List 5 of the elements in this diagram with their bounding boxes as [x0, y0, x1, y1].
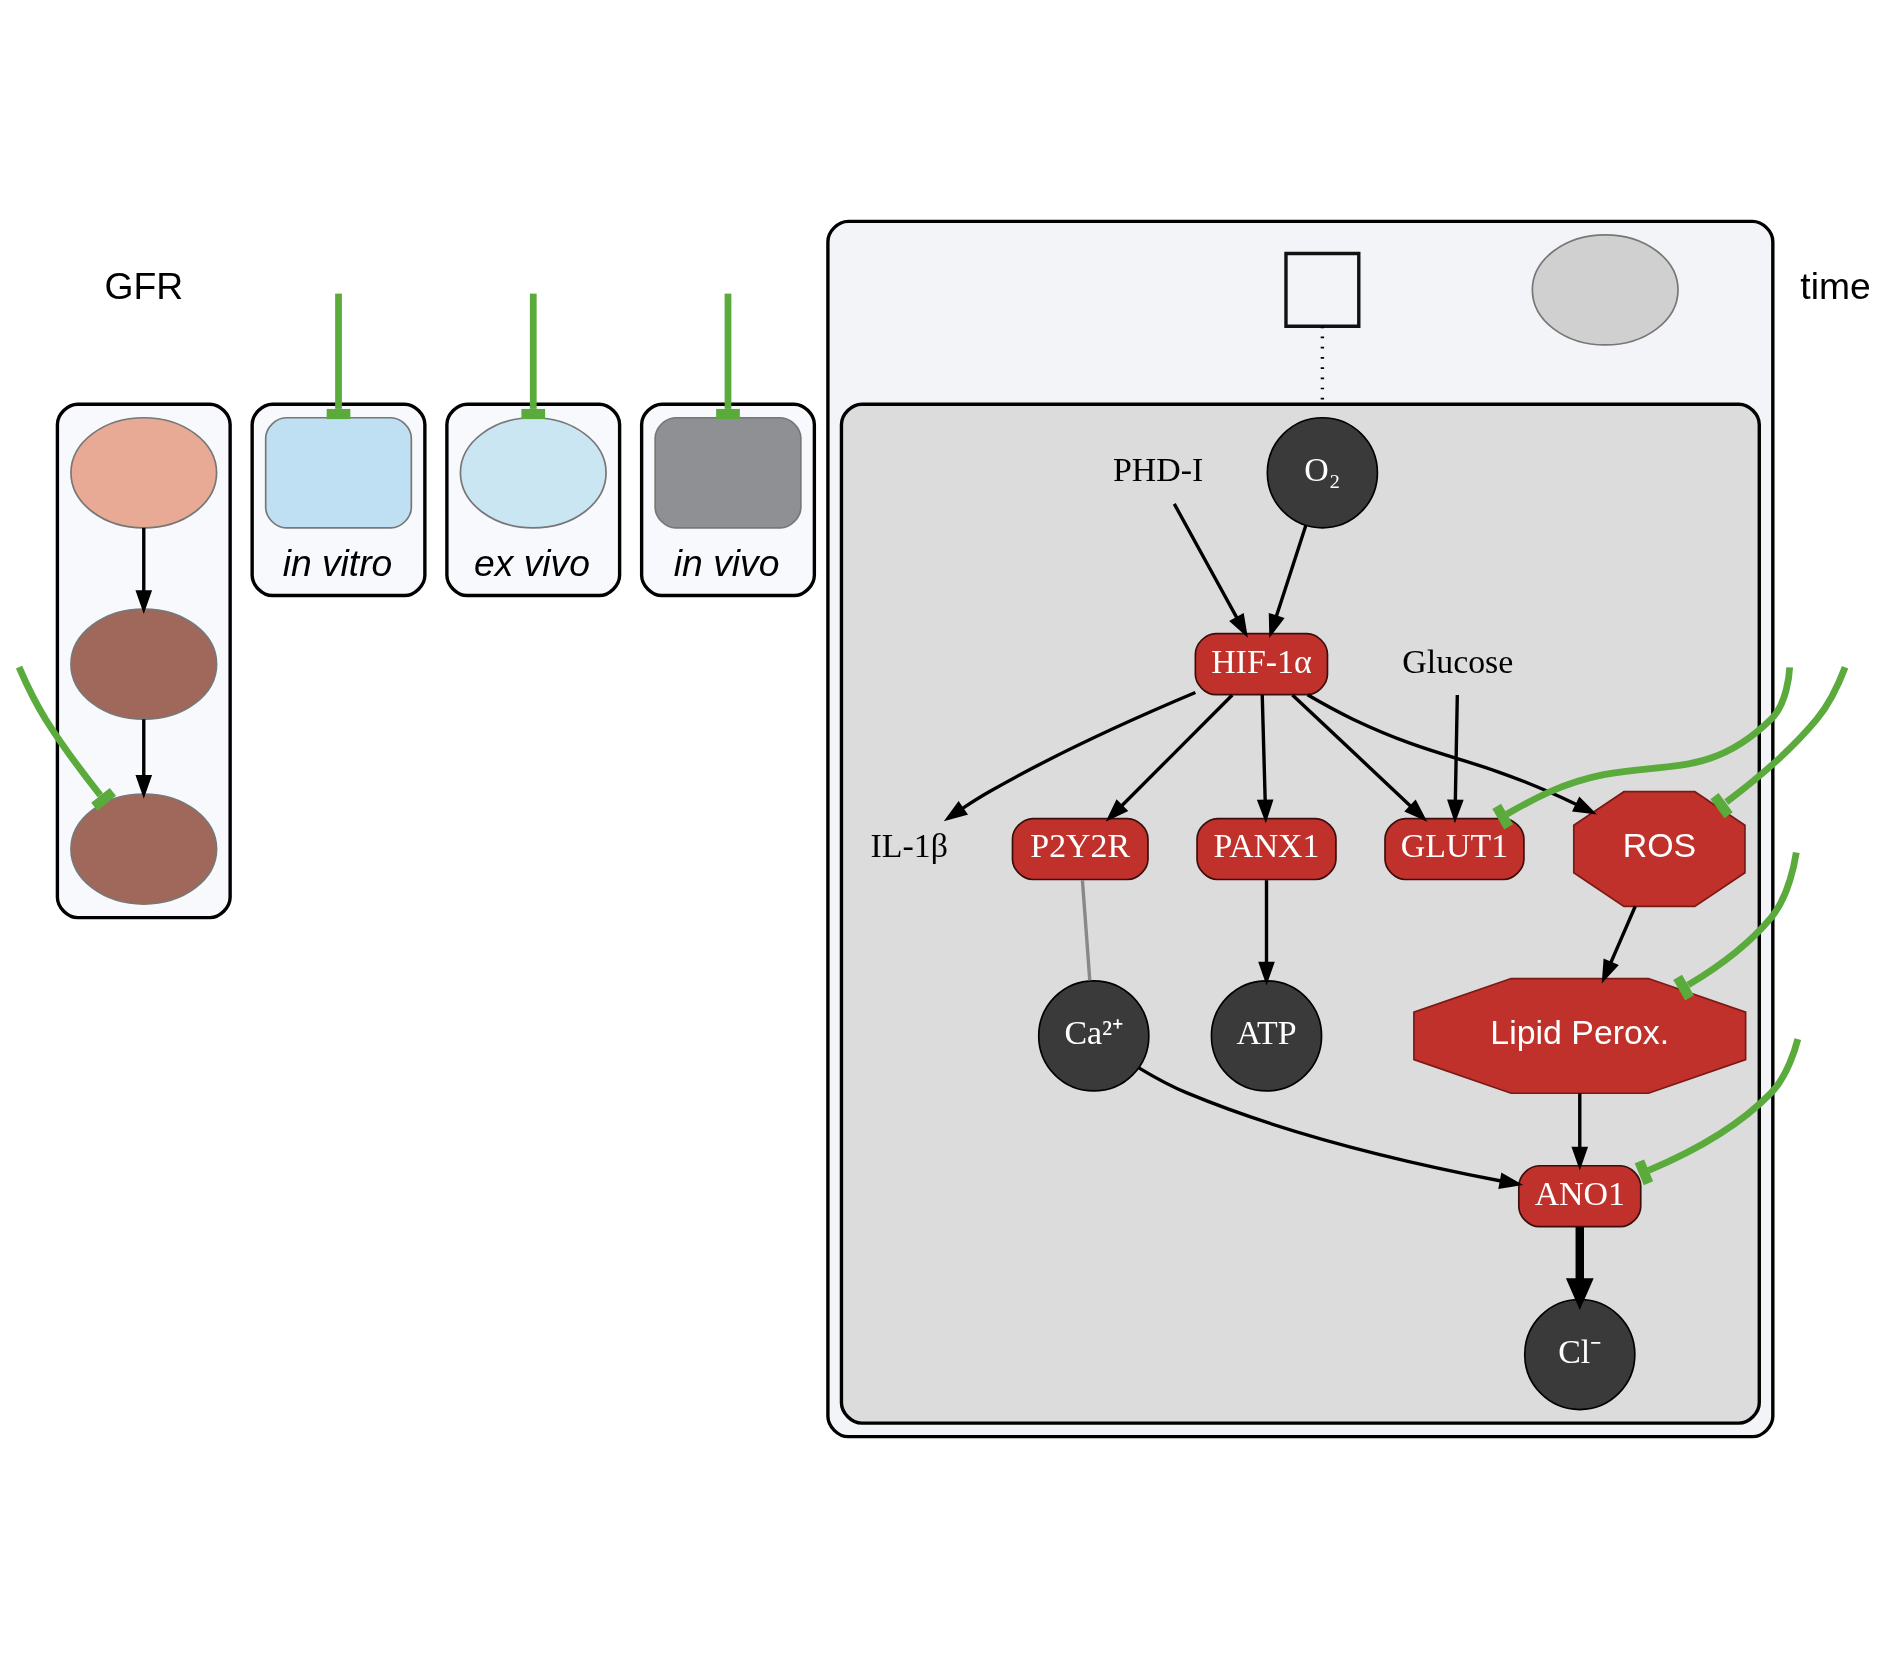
- label: time: [1800, 264, 1871, 307]
- node-text: PHD-I: [1112, 450, 1204, 488]
- node-text: Glucose: [1402, 642, 1514, 680]
- label: GFR: [104, 264, 184, 307]
- node-text: IL-1β: [870, 826, 948, 864]
